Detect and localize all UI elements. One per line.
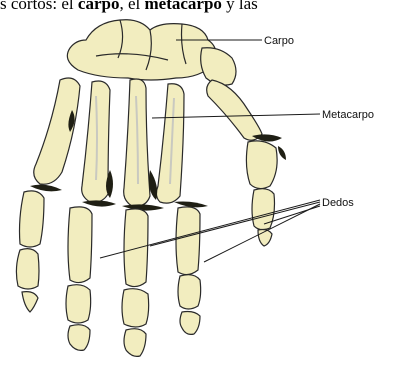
label-dedos: Dedos: [322, 197, 354, 209]
metacarpal-bones: [34, 78, 262, 206]
label-metacarpo: Metacarpo: [322, 109, 374, 121]
leader-line-dedos-2: [150, 202, 320, 246]
carpal-bones: [67, 20, 236, 85]
label-carpo: Carpo: [264, 35, 294, 47]
